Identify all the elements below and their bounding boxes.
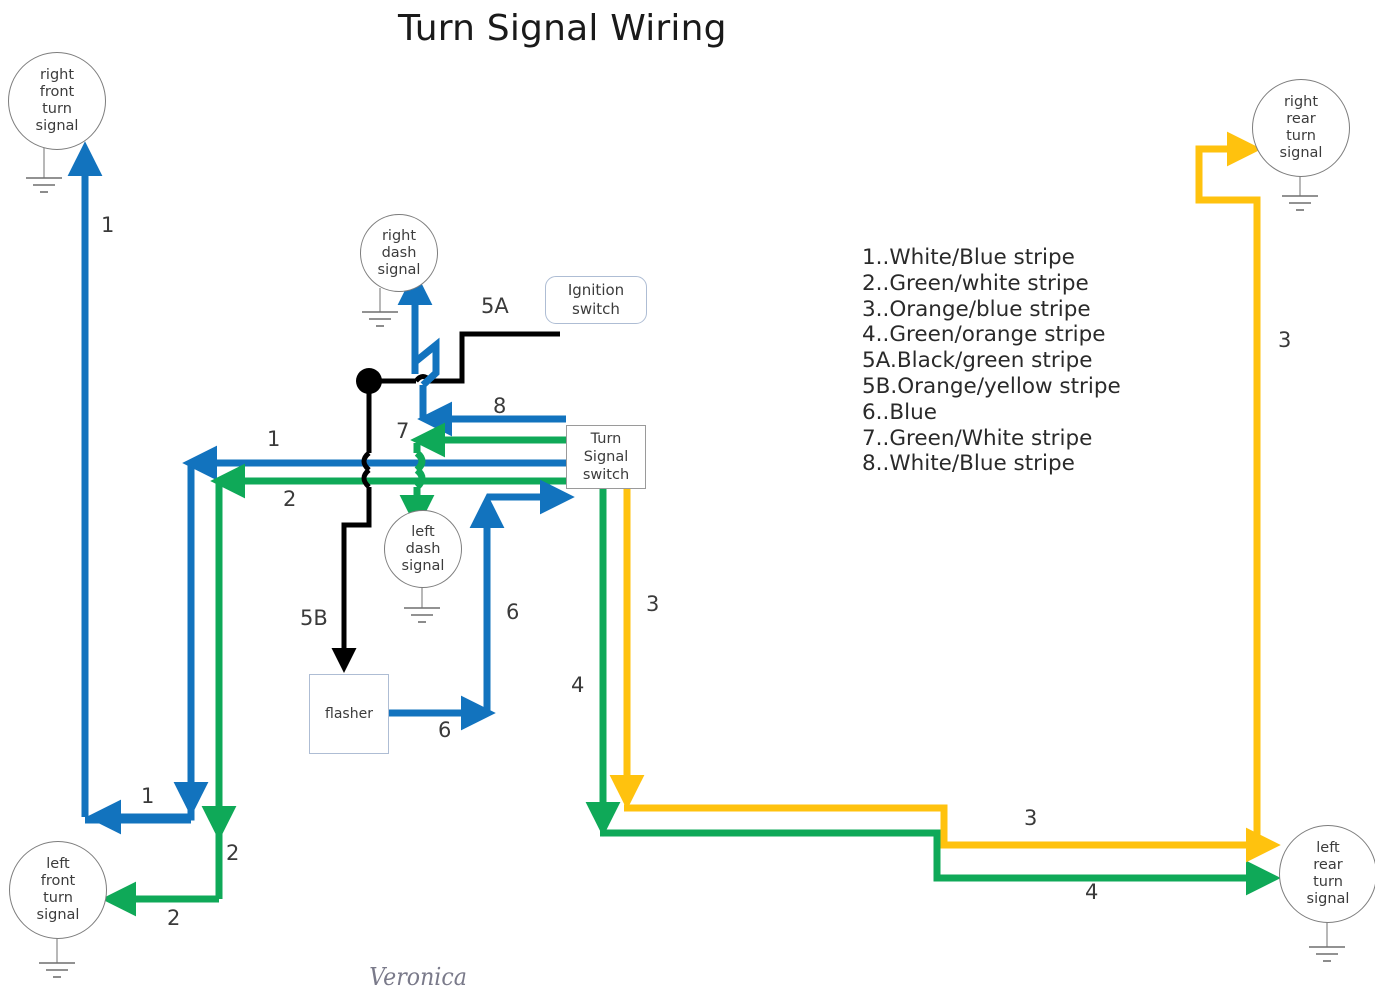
node-label-line: signal	[401, 557, 445, 574]
legend-item: 1..White/Blue stripe	[862, 245, 1075, 270]
wire-label-6-bot: 6	[438, 718, 452, 742]
wire-label-1-bot: 1	[141, 784, 155, 808]
wire-label-1-mid: 1	[267, 427, 281, 451]
legend-item: 5B.Orange/yellow stripe	[862, 373, 1121, 399]
wire-label-4-mid: 4	[571, 673, 585, 697]
node-label-line: right	[1283, 94, 1319, 110]
node-label-line: turn	[42, 101, 72, 117]
node-label-line: dash	[381, 244, 417, 261]
node-right-dash-signal[interactable]: right dash signal	[360, 214, 438, 292]
wire-label-3-right: 3	[1278, 328, 1292, 352]
page-title: Turn Signal Wiring	[398, 8, 727, 49]
legend-item: 2..Green/white stripe	[862, 270, 1089, 296]
node-left-rear-turn-signal[interactable]: left rear turn signal	[1279, 825, 1375, 923]
turn-signal-switch-label: Turn	[590, 431, 622, 447]
wire-8-blue-link	[411, 337, 440, 374]
node-label-line: left	[1316, 840, 1340, 856]
wire-label-7: 7	[396, 419, 410, 443]
ignition-switch-label: switch	[572, 300, 620, 318]
turn-signal-switch-box[interactable]: Turn Signal switch	[566, 425, 646, 489]
wire-label-4-bot: 4	[1085, 880, 1099, 904]
legend-item: 4..Green/orange stripe	[862, 322, 1106, 348]
wire-5b-black-hop2	[361, 468, 371, 489]
node-label-line: right	[381, 227, 417, 244]
wire-7-green-hop2	[414, 467, 426, 490]
node-label-line: left	[46, 856, 70, 872]
wire-label-2-mid: 2	[283, 487, 297, 511]
ignition-switch-label: Ignition	[567, 281, 625, 299]
wire-label-5a: 5A	[481, 294, 509, 318]
legend-item: 7..Green/White stripe	[862, 425, 1093, 451]
node-label-line: front	[39, 84, 75, 100]
node-label-line: signal	[1306, 891, 1350, 907]
ignition-switch-box[interactable]: Ignition switch	[545, 276, 647, 324]
legend-item: 5A.Black/green stripe	[862, 348, 1093, 374]
node-right-rear-turn-signal[interactable]: right rear turn signal	[1252, 79, 1350, 177]
wire-label-1-top: 1	[101, 213, 115, 237]
wire-label-2-right: 2	[226, 841, 240, 865]
node-label-line: dash	[405, 540, 441, 557]
wire-label-6-vert: 6	[506, 600, 520, 624]
node-label-line: signal	[1279, 145, 1323, 161]
wire-label-5b: 5B	[300, 606, 328, 630]
wire-5a-black-rise	[430, 331, 560, 384]
legend-item: 6..Blue	[862, 399, 937, 425]
node-label-line: rear	[1313, 857, 1343, 873]
node-label-line: turn	[1286, 128, 1316, 144]
wire-label-3-bot: 3	[1024, 806, 1038, 830]
turn-signal-switch-label: switch	[582, 467, 630, 483]
node-left-dash-signal[interactable]: left dash signal	[384, 510, 462, 588]
wire-1-blue	[86, 463, 195, 835]
ground-symbols	[26, 177, 1345, 978]
wire-label-3-mid: 3	[646, 592, 660, 616]
author-signature: Veronica	[369, 963, 467, 991]
wire-label-8: 8	[493, 394, 507, 418]
node-right-front-turn-signal[interactable]: right front turn signal	[8, 52, 106, 150]
wire-5b-black-down	[331, 487, 372, 674]
legend-item: 8..White/Blue stripe	[862, 451, 1075, 477]
node-label-line: signal	[36, 907, 80, 923]
legend-item: 3..Orange/blue stripe	[862, 296, 1091, 322]
flasher-box[interactable]: flasher	[309, 674, 389, 754]
node-label-line: right	[39, 67, 75, 83]
node-label-line: turn	[1313, 874, 1343, 890]
wire-label-2-bot: 2	[167, 906, 181, 930]
wire-3-orange-run	[624, 804, 1281, 863]
wire-color-legend: 1..White/Blue stripe 2..Green/white stri…	[862, 245, 1121, 477]
node-label-line: signal	[35, 118, 79, 134]
node-label-line: front	[40, 873, 76, 889]
node-label-line: turn	[43, 890, 73, 906]
node-left-front-turn-signal[interactable]: left front turn signal	[9, 841, 107, 939]
junction-dot	[356, 368, 382, 394]
wire-8-blue-jog	[420, 355, 440, 388]
node-label-line: left	[411, 523, 435, 540]
turn-signal-switch-label: Signal	[583, 449, 629, 465]
wire-3-orange-rise	[1195, 131, 1262, 845]
flasher-label: flasher	[325, 706, 373, 722]
wire-4-green-run	[600, 829, 1281, 896]
node-label-line: signal	[377, 261, 421, 278]
node-label-line: rear	[1286, 111, 1316, 127]
